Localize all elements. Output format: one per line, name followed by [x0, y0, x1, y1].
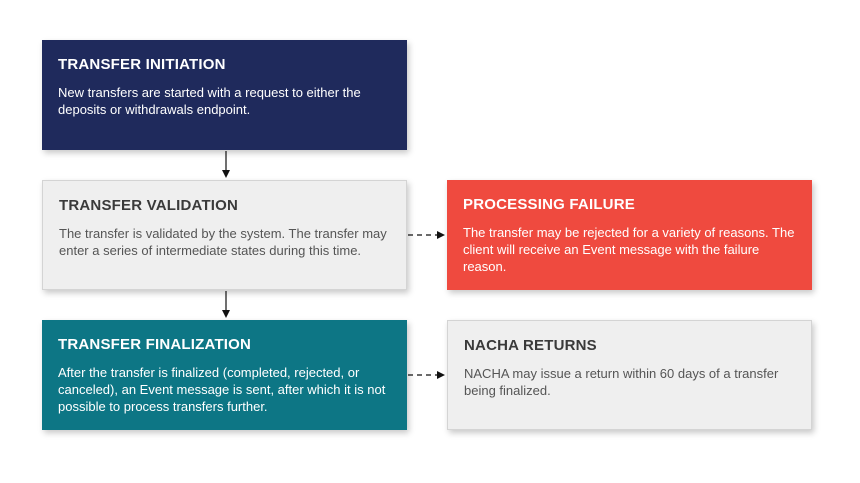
transfer-validation-title: TRANSFER VALIDATION — [59, 197, 239, 214]
processing-failure-title: PROCESSING FAILURE — [463, 196, 635, 213]
transfer-initiation-description: New transfers are started with a request… — [58, 85, 361, 117]
transfer-finalization-title: TRANSFER FINALIZATION — [58, 336, 252, 353]
nacha-returns-title: NACHA RETURNS — [464, 337, 597, 354]
transfer-initiation-title: TRANSFER INITIATION — [58, 56, 226, 73]
processing-failure-box: PROCESSING FAILURE The transfer may be r… — [447, 180, 812, 290]
transfer-validation-description: The transfer is validated by the system.… — [59, 226, 387, 258]
transfer-validation-box: TRANSFER VALIDATION The transfer is vali… — [42, 180, 407, 290]
transfer-finalization-box: TRANSFER FINALIZATION After the transfer… — [42, 320, 407, 430]
nacha-returns-description: NACHA may issue a return within 60 days … — [464, 366, 779, 398]
processing-failure-description: The transfer may be rejected for a varie… — [463, 225, 795, 274]
transfer-finalization-description: After the transfer is finalized (complet… — [58, 365, 386, 414]
transfer-initiation-box: TRANSFER INITIATION New transfers are st… — [42, 40, 407, 150]
nacha-returns-box: NACHA RETURNS NACHA may issue a return w… — [447, 320, 812, 430]
